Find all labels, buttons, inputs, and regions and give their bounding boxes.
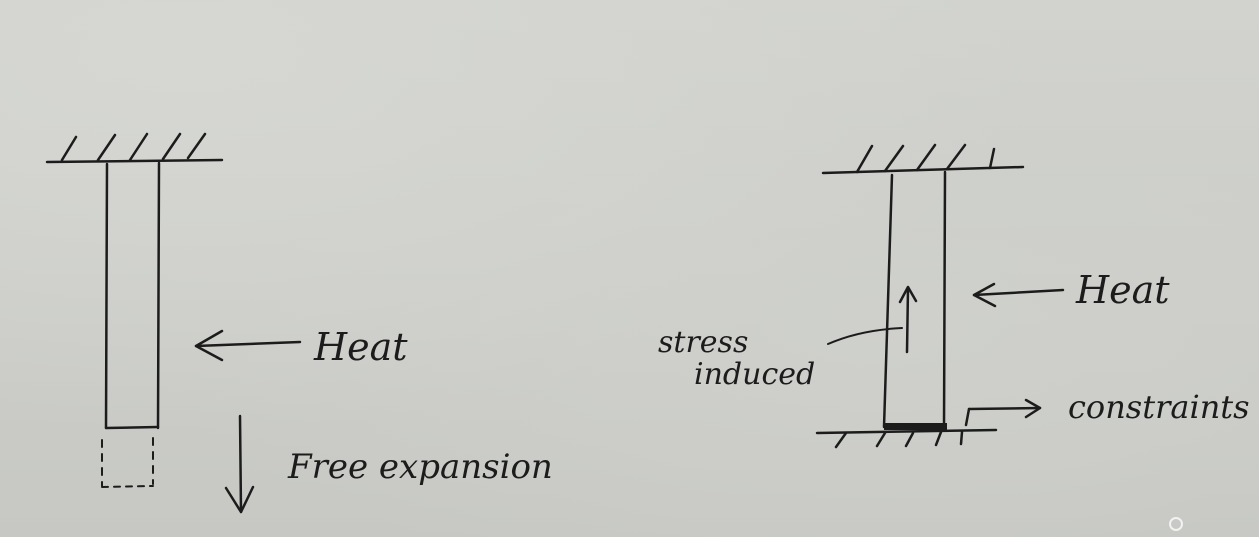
constraints-label: constraints (1068, 388, 1250, 426)
left-bar (104, 161, 161, 430)
right-heat-label: Heat (1075, 268, 1170, 312)
left-heat-arrow (194, 329, 302, 362)
stress-label-line2: induced (694, 357, 815, 392)
stress-leader-line (827, 327, 903, 345)
right-bar (882, 170, 947, 430)
corner-mark (1169, 517, 1183, 531)
stress-arrow (898, 285, 918, 354)
right-figure: stress induced Heat constraints (658, 143, 1250, 449)
right-heat-arrow (972, 282, 1065, 308)
left-heat-label: Heat (313, 325, 408, 369)
stress-label-line1: stress (658, 325, 748, 360)
right-bottom-support (815, 428, 998, 449)
bar-constraint-bottom (884, 423, 947, 430)
left-figure: Heat Free expansion (45, 132, 553, 514)
left-expansion-dashed (101, 437, 154, 488)
left-top-support (45, 132, 224, 164)
free-expansion-label: Free expansion (287, 447, 553, 487)
right-top-support (821, 143, 1025, 175)
left-expansion-arrow (224, 414, 255, 514)
constraint-arrow (964, 398, 1042, 427)
